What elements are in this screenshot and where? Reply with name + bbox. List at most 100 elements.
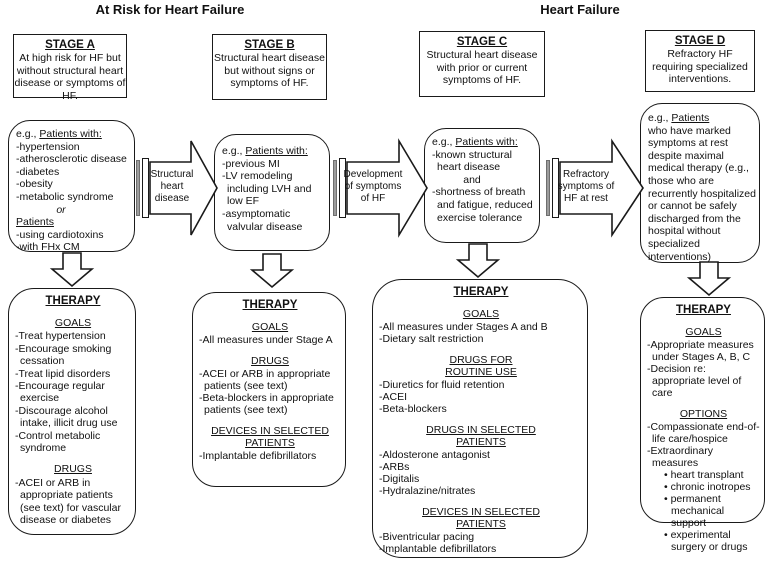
therapy-option-bullet: • heart transplant bbox=[664, 469, 744, 481]
stage-a-therapy-title: THERAPY bbox=[45, 295, 101, 307]
therapy-goal-item: -All measures under Stage A bbox=[199, 334, 333, 346]
stage-c-and-connector: and bbox=[463, 173, 481, 186]
goals-heading: GOALS bbox=[251, 321, 289, 333]
stage-c-routine-drugs-list: -Diuretics for fluid retention-ACEI-Beta… bbox=[379, 379, 583, 415]
patients-with-label: Patients with: bbox=[455, 136, 518, 148]
stage-b-patients-lead: e.g., Patients with: bbox=[222, 145, 326, 158]
stage-a-patient-list: -hypertension-atherosclerotic disease-di… bbox=[16, 141, 131, 204]
stage-d-patients-body: who have marked symptoms at rest despite… bbox=[648, 124, 756, 263]
therapy-option-item: -Extraordinary measures bbox=[647, 445, 713, 469]
drugs-routine-heading: DRUGS FOR ROUTINE USE bbox=[445, 354, 517, 378]
therapy-goal-item: -Decision re: appropriate level of care bbox=[647, 363, 742, 399]
stage-c-therapy-box: THERAPY GOALS -All measures under Stages… bbox=[372, 279, 588, 558]
goals-heading: GOALS bbox=[54, 317, 92, 329]
group-header-at-risk: At Risk for Heart Failure bbox=[95, 2, 245, 17]
stage-a-description: At high risk for HF but without structur… bbox=[14, 52, 126, 102]
therapy-goal-item: -Encourage smoking cessation bbox=[15, 342, 112, 368]
stage-a-patient-list-2: -using cardiotoxins-with FHx CM bbox=[16, 229, 131, 254]
transition-bar-white-b-c bbox=[339, 158, 346, 218]
arrow-label-development-of-symptoms: Development of symptoms of HF bbox=[343, 169, 403, 204]
therapy-device-item: -Implantable defibrillators bbox=[199, 450, 317, 462]
stage-a-patient-item: -metabolic syndrome bbox=[16, 190, 114, 203]
stage-b-description: Structural heart disease but without sig… bbox=[214, 52, 325, 90]
stage-b-devices-section: DEVICES IN SELECTED PATIENTS -Implantabl… bbox=[199, 425, 341, 462]
therapy-drug-item: -Aldosterone antagonist bbox=[379, 449, 490, 461]
therapy-goal-item: -Discourage alcohol intake, illicit drug… bbox=[15, 404, 118, 430]
stage-c-patient-item: -known structural heart disease bbox=[432, 148, 512, 174]
stage-a-patient-item: -atherosclerotic disease bbox=[16, 153, 127, 166]
therapy-device-item: -Implantable defibrillators bbox=[379, 543, 497, 555]
transition-bar-white-a-b bbox=[142, 158, 149, 218]
stage-a-title: STAGE A bbox=[45, 39, 95, 51]
stage-c-selected-drugs-section: DRUGS IN SELECTED PATIENTS -Aldosterone … bbox=[379, 424, 583, 497]
therapy-goal-item: -Treat lipid disorders bbox=[15, 367, 111, 380]
stage-b-patient-list: -previous MI-LV remodeling including LVH… bbox=[222, 158, 326, 234]
drugs-heading: DRUGS bbox=[54, 463, 92, 476]
therapy-goal-item: -All measures under Stages A and B bbox=[379, 321, 548, 333]
stage-c-goals-section: GOALS -All measures under Stages A and B… bbox=[379, 308, 583, 345]
goals-heading: GOALS bbox=[685, 326, 722, 338]
therapy-goal-item: -Dietary salt restriction bbox=[379, 333, 484, 345]
stage-d-options-bullets: • heart transplant• chronic inotropes• p… bbox=[647, 469, 760, 553]
stage-c-devices-section: DEVICES IN SELECTED PATIENTS -Biventricu… bbox=[379, 506, 583, 555]
therapy-option-item: -Compassionate end-of-life care/hospice bbox=[647, 421, 760, 445]
therapy-option-bullet: • permanent mechanical support bbox=[664, 493, 725, 529]
stage-a-or-connector: or bbox=[56, 203, 66, 216]
eg-prefix: e.g., bbox=[16, 128, 40, 140]
arrow-label-structural-heart-disease: Structural heart disease bbox=[150, 169, 194, 204]
eg-prefix: e.g., bbox=[648, 112, 672, 124]
stage-d-patients-box: e.g., Patients who have marked symptoms … bbox=[640, 103, 760, 263]
stage-b-patients-box: e.g., Patients with: -previous MI-LV rem… bbox=[214, 134, 330, 251]
right-arrow-c-to-d bbox=[559, 138, 644, 238]
options-heading: OPTIONS bbox=[679, 408, 728, 420]
right-arrow-a-to-b bbox=[149, 140, 218, 236]
stage-a-patient-item: -obesity bbox=[16, 178, 53, 191]
therapy-drug-item: -ACEI or ARB in appropriate patients (se… bbox=[15, 476, 121, 527]
stage-c-patient-list-2: -shortness of breath and fatigue, reduce… bbox=[432, 186, 536, 224]
therapy-drug-item: -Digitalis bbox=[379, 473, 420, 485]
stage-a-drugs-section: DRUGS -ACEI or ARB in appropriate patien… bbox=[15, 463, 131, 526]
stage-a-patient-item: -hypertension bbox=[16, 140, 80, 153]
stage-a-therapy-box: THERAPY GOALS -Treat hypertension-Encour… bbox=[8, 288, 136, 535]
stage-c-devices-list: -Biventricular pacing-Implantable defibr… bbox=[379, 531, 583, 555]
stage-b-devices-list: -Implantable defibrillators bbox=[199, 450, 341, 462]
therapy-goal-item: -Encourage regular exercise bbox=[15, 380, 105, 405]
stage-a-patient-item: -with FHx CM bbox=[16, 241, 80, 254]
patients-with-label: Patients with: bbox=[245, 145, 308, 157]
therapy-drug-item: -Beta-blockers bbox=[379, 403, 447, 415]
drugs-heading: DRUGS bbox=[251, 355, 289, 367]
therapy-drug-item: -Diuretics for fluid retention bbox=[379, 379, 505, 391]
down-arrow-stage-a bbox=[49, 252, 95, 288]
transition-bar-gray-a-b bbox=[136, 160, 140, 216]
devices-heading: DEVICES IN SELECTED PATIENTS bbox=[211, 425, 329, 449]
stage-b-box: STAGE B Structural heart disease but wit… bbox=[212, 34, 327, 100]
stage-c-selected-drugs-list: -Aldosterone antagonist-ARBs-Digitalis-H… bbox=[379, 449, 583, 497]
therapy-drug-item: -Hydralazine/nitrates bbox=[379, 485, 476, 497]
therapy-drug-item: -Beta-blockers in appropriate patients (… bbox=[199, 392, 334, 416]
stage-d-box: STAGE D Refractory HF requiring speciali… bbox=[645, 30, 755, 92]
stage-d-goals-list: -Appropriate measures under Stages A, B,… bbox=[647, 339, 760, 399]
down-arrow-stage-d bbox=[686, 261, 732, 297]
group-header-heart-failure: Heart Failure bbox=[540, 2, 620, 17]
stage-d-options-list: -Compassionate end-of-life care/hospice-… bbox=[647, 421, 760, 469]
stage-b-therapy-box: THERAPY GOALS -All measures under Stage … bbox=[192, 292, 346, 487]
therapy-option-bullet: • chronic inotropes bbox=[664, 481, 751, 493]
therapy-option-bullet: • experimental surgery or drugs bbox=[664, 529, 748, 553]
stage-b-goals-list: -All measures under Stage A bbox=[199, 334, 341, 346]
stage-c-description: Structural heart disease with prior or c… bbox=[426, 49, 538, 87]
stage-c-box: STAGE C Structural heart disease with pr… bbox=[419, 31, 545, 97]
stage-d-options-section: OPTIONS -Compassionate end-of-life care/… bbox=[647, 408, 760, 553]
stage-a-box: STAGE A At high risk for HF but without … bbox=[13, 34, 127, 102]
therapy-goal-item: -Treat hypertension bbox=[15, 330, 106, 343]
transition-bar-white-c-d bbox=[552, 158, 559, 218]
stage-c-patients-box: e.g., Patients with: -known structural h… bbox=[424, 128, 540, 243]
stage-a-patients-box: e.g., Patients with: -hypertension-ather… bbox=[8, 120, 135, 254]
stage-b-drugs-list: -ACEI or ARB in appropriate patients (se… bbox=[199, 368, 341, 416]
arrow-label-refractory-symptoms: Refractory symptoms of HF at rest bbox=[557, 169, 615, 204]
drugs-selected-heading: DRUGS IN SELECTED PATIENTS bbox=[426, 424, 536, 448]
goals-heading: GOALS bbox=[462, 308, 500, 320]
stage-d-description: Refractory HF requiring specialized inte… bbox=[652, 48, 748, 86]
therapy-goal-item: -Appropriate measures under Stages A, B,… bbox=[647, 339, 754, 363]
therapy-goal-item: -Control metabolic syndrome bbox=[15, 429, 101, 455]
